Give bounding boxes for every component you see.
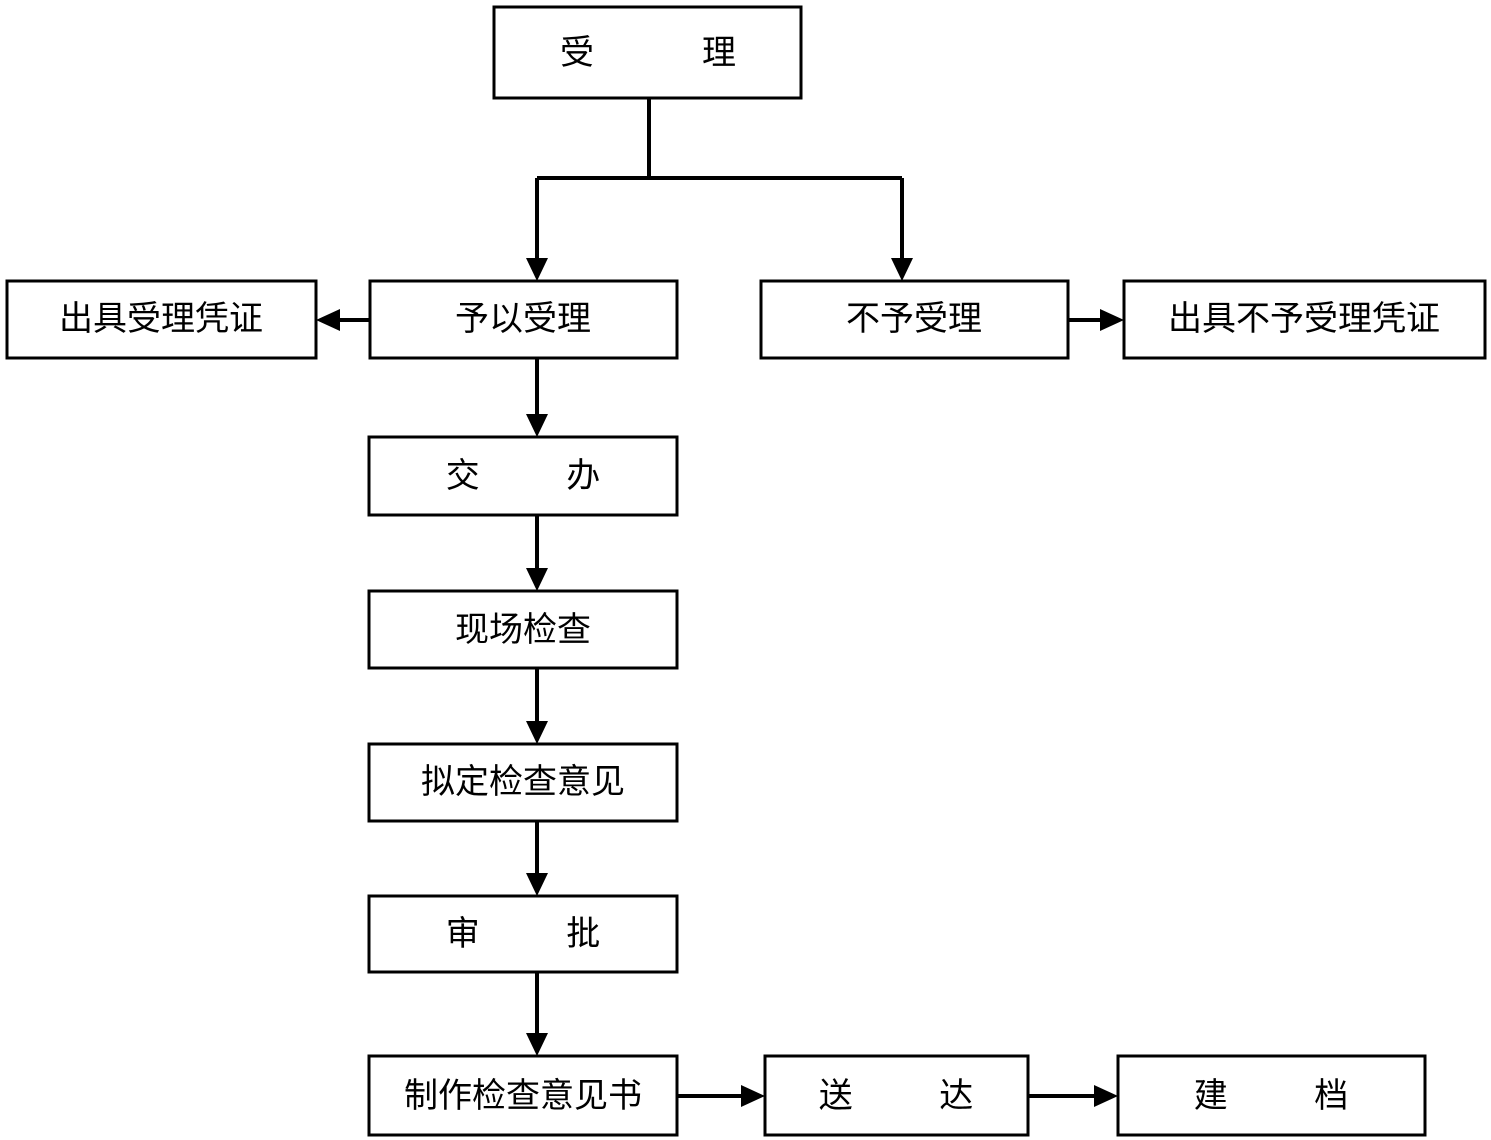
node-grant-accept-box (368, 279, 679, 360)
node-make-opinion-doc-label: 制作检查意见书 (404, 1076, 642, 1116)
node-assign-label: 交 办 (446, 456, 600, 496)
node-issue-reject-cert-label: 出具不予受理凭证 (1168, 299, 1440, 339)
node-make-opinion-doc-box (367, 1054, 679, 1137)
arrowhead-accept-to-grant (526, 258, 548, 281)
node-draft-opinion-label: 拟定检查意见 (421, 762, 625, 802)
node-make-opinion-doc: 制作检查意见书 (367, 1054, 679, 1137)
node-grant-accept: 予以受理 (368, 279, 679, 360)
node-deliver: 送 达 (763, 1054, 1030, 1137)
arrowhead-accept-to-reject (891, 258, 913, 281)
arrowhead-draft-to-approve (526, 873, 548, 896)
arrowhead-grant-to-cert (316, 309, 340, 331)
edges (316, 98, 1124, 1107)
node-site-inspection-label: 现场检查 (455, 610, 591, 650)
arrowhead-grant-to-assign (526, 414, 548, 437)
arrowhead-make-to-deliver (741, 1085, 765, 1107)
node-draft-opinion: 拟定检查意见 (367, 742, 679, 823)
node-site-inspection: 现场检查 (367, 589, 679, 670)
node-archive: 建 档 (1116, 1054, 1427, 1137)
node-accept-box (492, 5, 803, 100)
node-deliver-box (763, 1054, 1030, 1137)
node-archive-box (1116, 1054, 1427, 1137)
node-reject-label: 不予受理 (846, 299, 982, 339)
node-archive-label: 建 档 (1194, 1076, 1348, 1116)
node-approve-label: 审 批 (446, 914, 600, 954)
node-assign-box (367, 435, 679, 517)
node-site-inspection-box (367, 589, 679, 670)
arrowhead-approve-to-make (526, 1033, 548, 1056)
node-issue-accept-cert-box (5, 279, 318, 360)
node-approve-box (367, 894, 679, 974)
arrowhead-site-to-draft (526, 721, 548, 744)
arrowhead-assign-to-site (526, 568, 548, 591)
node-draft-opinion-box (367, 742, 679, 823)
node-accept: 受 理 (492, 5, 803, 100)
node-reject-box (759, 279, 1070, 360)
node-deliver-label: 送 达 (819, 1076, 973, 1116)
node-assign: 交 办 (367, 435, 679, 517)
node-issue-accept-cert: 出具受理凭证 (5, 279, 318, 360)
node-issue-reject-cert: 出具不予受理凭证 (1122, 279, 1487, 360)
node-issue-reject-cert-box (1122, 279, 1487, 360)
node-accept-label: 受 理 (560, 33, 736, 73)
node-grant-accept-label: 予以受理 (455, 299, 591, 339)
arrowhead-reject-to-cert (1100, 309, 1124, 331)
node-reject: 不予受理 (759, 279, 1070, 360)
node-issue-accept-cert-label: 出具受理凭证 (59, 299, 263, 339)
node-approve: 审 批 (367, 894, 679, 974)
arrowhead-deliver-to-archive (1094, 1085, 1118, 1107)
